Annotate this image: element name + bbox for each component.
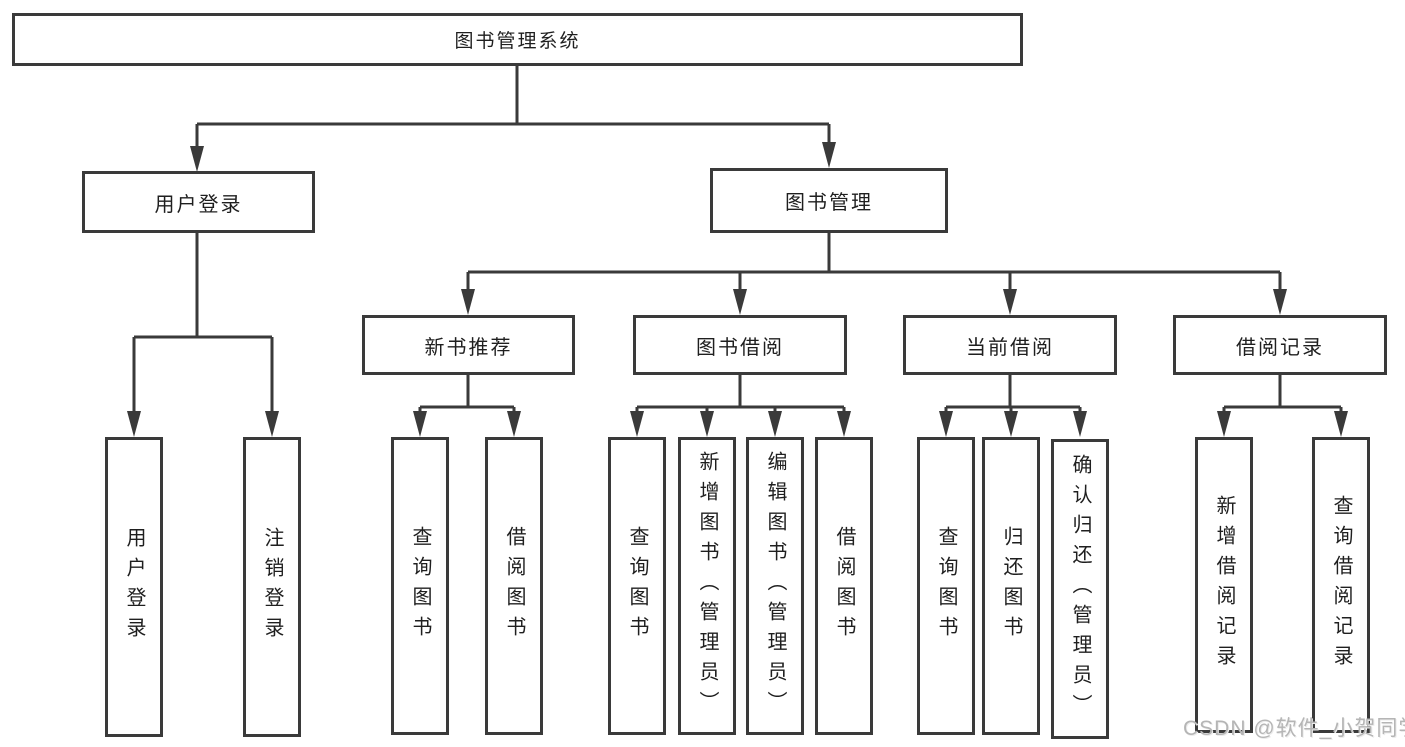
leaf-query-borrow-record-label: 查询借阅记录	[1330, 495, 1352, 675]
node-new-book-recommendation: 新书推荐	[362, 315, 575, 375]
leaf-query-books-recommend: 查询图书	[391, 437, 449, 735]
leaf-query-books-current: 查询图书	[917, 437, 975, 735]
node-new-book-recommendation-label: 新书推荐	[424, 336, 513, 359]
leaf-borrow-books-borrowing-label: 借阅图书	[833, 526, 855, 646]
node-book-management-label: 图书管理	[785, 192, 873, 214]
node-library-system-label: 图书管理系统	[454, 31, 581, 52]
leaf-query-borrow-record: 查询借阅记录	[1312, 437, 1370, 733]
leaf-add-borrow-record-label: 新增借阅记录	[1213, 495, 1235, 675]
leaf-return-books-label: 归还图书	[1000, 526, 1022, 646]
csdn-watermark: CSDN @软件_小贺同学	[1183, 717, 1405, 740]
leaf-query-books-borrowing-label: 查询图书	[626, 526, 648, 646]
node-user-login-label: 用户登录	[154, 193, 243, 216]
leaf-edit-books-admin: 编辑图书（管理员）	[746, 437, 804, 735]
leaf-user-login-label: 用户登录	[123, 527, 145, 647]
leaf-logout: 注销登录	[243, 437, 301, 737]
node-borrowing-records: 借阅记录	[1173, 315, 1387, 375]
leaf-borrow-books-borrowing: 借阅图书	[815, 437, 873, 735]
node-book-management: 图书管理	[710, 168, 948, 233]
leaf-borrow-books-recommend: 借阅图书	[485, 437, 543, 735]
leaf-query-books-recommend-label: 查询图书	[409, 526, 431, 646]
leaf-add-books-admin: 新增图书（管理员）	[678, 437, 736, 735]
node-book-borrowing: 图书借阅	[633, 315, 847, 375]
leaf-edit-books-admin-label: 编辑图书（管理员）	[764, 451, 786, 721]
leaf-add-borrow-record: 新增借阅记录	[1195, 437, 1253, 733]
node-library-system: 图书管理系统	[12, 13, 1023, 66]
node-book-borrowing-label: 图书借阅	[696, 336, 784, 359]
leaf-confirm-return-admin-label: 确认归还（管理员）	[1069, 454, 1091, 724]
leaf-query-books-current-label: 查询图书	[935, 526, 957, 646]
leaf-query-books-borrowing: 查询图书	[608, 437, 666, 735]
leaf-return-books: 归还图书	[982, 437, 1040, 735]
leaf-add-books-admin-label: 新增图书（管理员）	[696, 451, 718, 721]
leaf-logout-label: 注销登录	[261, 527, 283, 647]
node-user-login: 用户登录	[82, 171, 315, 233]
node-borrowing-records-label: 借阅记录	[1236, 336, 1324, 359]
leaf-borrow-books-recommend-label: 借阅图书	[503, 526, 525, 646]
node-current-borrowing: 当前借阅	[903, 315, 1117, 375]
leaf-confirm-return-admin: 确认归还（管理员）	[1051, 439, 1109, 739]
leaf-user-login: 用户登录	[105, 437, 163, 737]
node-current-borrowing-label: 当前借阅	[966, 336, 1054, 359]
